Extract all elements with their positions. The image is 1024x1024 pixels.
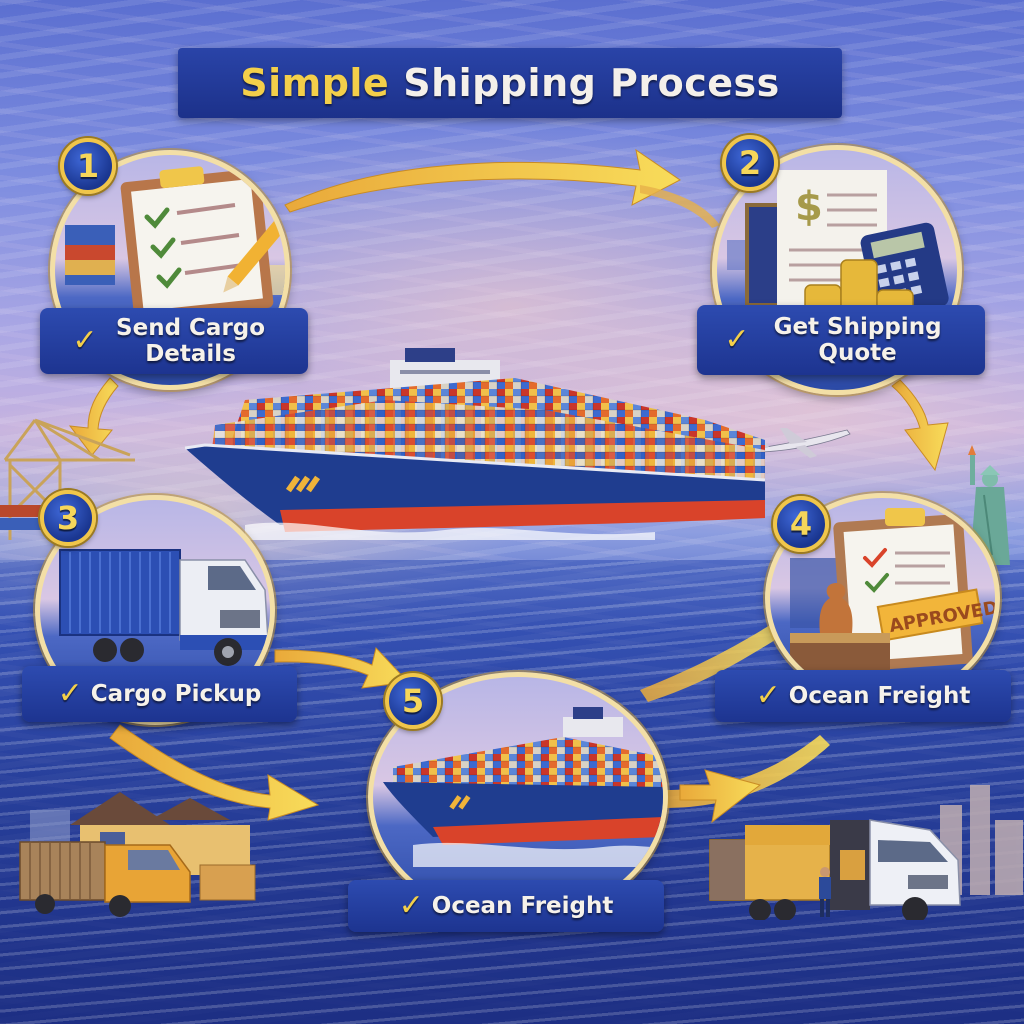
check-icon: ✓: [398, 888, 424, 923]
step-1-label: ✓ Send Cargo Details: [40, 308, 308, 374]
arrow-to-delivery-icon: [109, 724, 320, 821]
clipboard-checklist-icon: [65, 166, 285, 322]
main-container-ship-icon: [185, 348, 766, 540]
arrow-to-final-truck-icon: [665, 735, 830, 824]
step-2-label-text: Get Shipping Quote: [773, 314, 942, 366]
worker-icon: [819, 867, 831, 917]
check-icon: ✓: [724, 322, 750, 357]
step-3-badge: 3: [40, 490, 96, 546]
check-icon: ✓: [755, 678, 781, 713]
step-4-label-text: Ocean Freight: [788, 683, 971, 709]
step-5-badge: 5: [385, 673, 441, 729]
check-icon: ✓: [72, 323, 98, 358]
delivery-truck-worker-icon: [709, 785, 1023, 920]
step-2-label: ✓ Get Shipping Quote: [697, 305, 985, 375]
approved-clipboard-icon: APPROVED: [790, 508, 995, 678]
step-2-badge: 2: [722, 135, 778, 191]
step-1-badge: 1: [60, 138, 116, 194]
arrow-step3-to-step5-icon: [274, 646, 410, 689]
step-4-label: ✓ Ocean Freight: [715, 670, 1011, 722]
arrow-step2-to-step4-icon: [891, 379, 949, 472]
step-1-label-text: Send Cargo Details: [116, 315, 266, 367]
svg-text:$: $: [795, 184, 823, 230]
arrow-step1-to-step2-icon: [284, 148, 720, 228]
title-main: Shipping Process: [403, 61, 780, 105]
house-delivery-truck-icon: [19, 792, 256, 917]
step-4-circle: APPROVED: [765, 493, 1000, 703]
step-5-label-text: Ocean Freight: [431, 893, 614, 919]
title-accent: Simple: [240, 61, 390, 105]
step-3-label: ✓ Cargo Pickup: [22, 666, 297, 722]
step-3-label-text: Cargo Pickup: [90, 681, 262, 707]
check-icon: ✓: [57, 676, 83, 711]
title-banner: Simple Shipping Process: [178, 48, 842, 118]
container-truck-icon: [59, 549, 269, 666]
arrow-step5-to-step4-icon: [640, 625, 775, 702]
container-ship-icon: [383, 707, 663, 867]
step-4-badge: 4: [773, 496, 829, 552]
step-5-label: ✓ Ocean Freight: [348, 880, 664, 932]
